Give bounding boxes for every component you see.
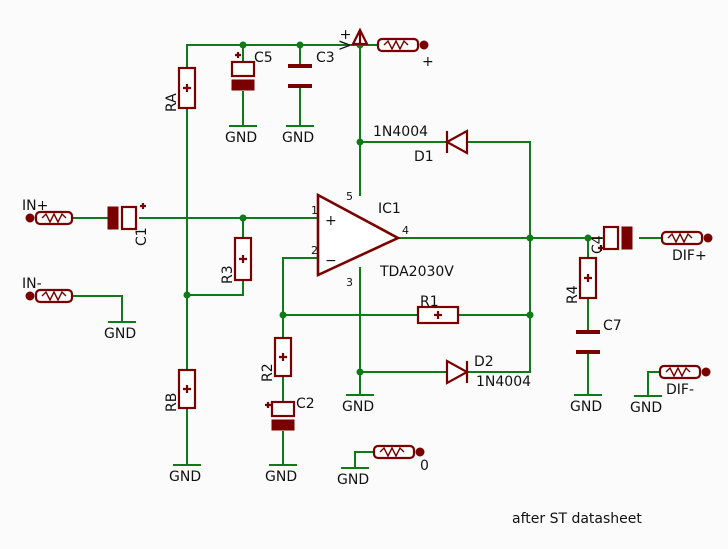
resistor-r3 [233,236,253,282]
jack-in-plus [25,210,74,226]
resistor-r2 [273,336,293,378]
jack-in-minus [25,288,74,304]
source-note: after ST datasheet [512,511,642,527]
label-d2-part: 1N4004 [476,374,531,390]
opamp-plus-sign: + [325,213,337,229]
opamp-ic1: + − 1 2 3 4 5 [311,190,409,289]
label-zero-terminal: 0 [420,458,429,474]
opamp-minus-sign: − [325,253,337,269]
capacitor-c2 [265,400,296,431]
jack-zero [372,444,425,460]
label-ra: RA [164,93,180,112]
label-d1: D1 [414,149,434,165]
gnd-label-zero: GND [337,472,369,488]
gnd-label-rb: GND [169,469,201,485]
label-d2: D2 [474,354,494,370]
pin-1-label: 1 [311,204,318,217]
gnd-label-in-minus: GND [104,326,136,342]
label-c2: C2 [296,396,315,412]
labels: C5 C3 RA RB R3 R2 R4 C1 C4 V+ + C2 C7 R1… [22,29,707,527]
resistor-r1 [416,305,460,325]
pin-2-label: 2 [311,244,318,257]
label-dif-plus: DIF+ [672,248,707,264]
ground-symbols [108,125,662,469]
label-ic1: IC1 [378,201,401,217]
label-d1-part: 1N4004 [373,124,428,140]
capacitor-c1 [107,203,146,231]
label-c1: C1 [134,227,150,246]
capacitor-c3 [288,64,312,88]
resistor-r4 [578,256,598,300]
pin-4-label: 4 [402,224,409,237]
label-c5: C5 [254,50,273,66]
pin-3-label: 3 [346,276,353,289]
label-r1: R1 [420,294,439,310]
label-vplus: V+ [338,29,354,50]
junctions [183,41,592,376]
label-c3: C3 [316,50,335,66]
wires [71,41,663,469]
label-c7: C7 [603,318,622,334]
jack-dif-minus [658,364,711,380]
gnd-label-c5: GND [225,130,257,146]
label-r2: R2 [260,363,276,382]
gnd-label-c7: GND [570,399,602,415]
label-rb: RB [164,393,180,412]
diode-d2 [445,359,470,385]
capacitor-c7 [576,330,600,354]
capacitor-c4 [598,225,633,251]
gnd-label-ic1: GND [342,399,374,415]
resistor-ra [177,66,197,110]
label-in-plus: IN+ [22,198,48,214]
gnd-label-c3: GND [282,130,314,146]
jack-vplus [376,37,429,53]
gnd-label-c2: GND [265,469,297,485]
diode-d1 [444,129,469,155]
label-r3: R3 [220,265,236,284]
label-dif-minus: DIF- [666,382,694,398]
label-in-minus: IN- [22,276,42,292]
capacitor-c5 [230,52,256,91]
jack-dif-plus [660,230,713,246]
pin-5-label: 5 [346,190,353,203]
gnd-label-dif-minus: GND [630,400,662,416]
label-ic1-part: TDA2030V [379,264,454,280]
supply-arrow-icon [351,27,369,46]
label-c4: C4 [590,235,606,254]
label-r4: R4 [565,285,581,304]
label-plus-terminal: + [422,54,434,70]
resistor-rb [177,368,197,410]
